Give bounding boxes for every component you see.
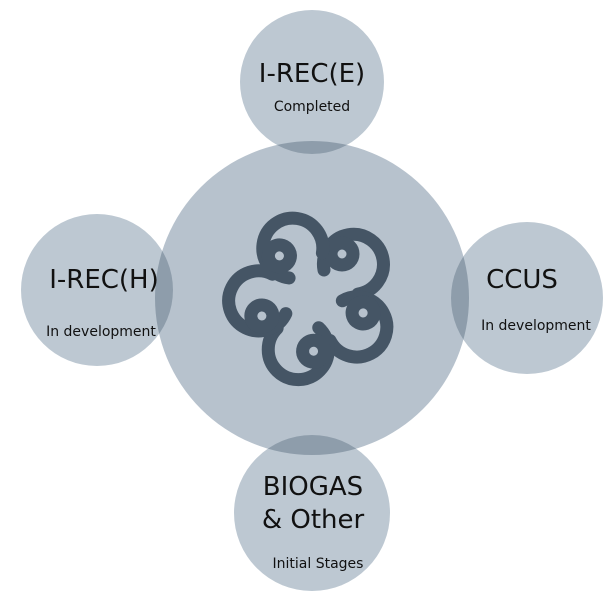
node-left-subtitle: In development — [46, 324, 156, 340]
node-top-subtitle: Completed — [274, 99, 350, 115]
node-circle-top — [240, 10, 384, 154]
node-left-title: I-REC(H) — [49, 265, 159, 295]
node-circle-right — [451, 222, 603, 374]
node-right-subtitle: In development — [481, 318, 591, 334]
node-top-title: I-REC(E) — [259, 59, 365, 89]
node-circle-left — [21, 214, 173, 366]
node-bottom-subtitle: Initial Stages — [273, 556, 364, 572]
node-bottom-title-line2: & Other — [262, 505, 365, 535]
node-right-title: CCUS — [486, 265, 558, 295]
center-circle — [155, 141, 469, 455]
node-bottom-title-line1: BIOGAS — [263, 472, 363, 502]
node-circle-bottom — [234, 435, 390, 591]
interlocking-rings-knot-icon — [222, 211, 394, 387]
